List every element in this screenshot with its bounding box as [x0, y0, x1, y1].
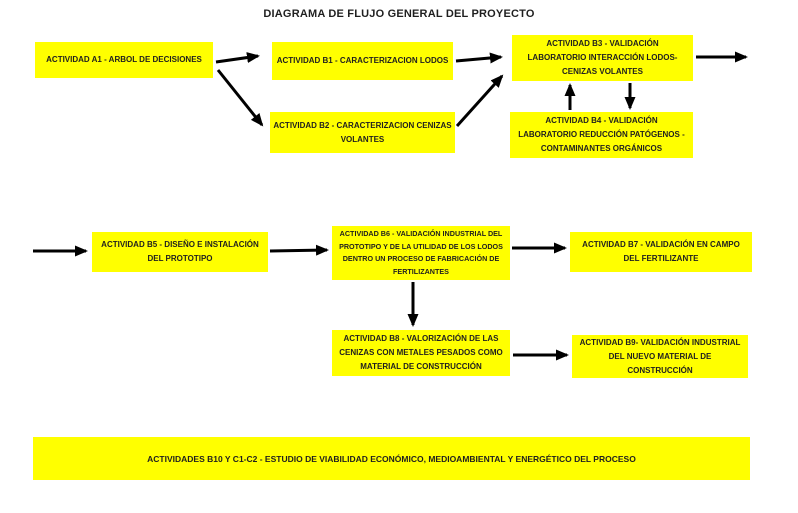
activity-box-b8: ACTIVIDAD B8 - VALORIZACIÓN DE LAS CENIZ…: [332, 330, 510, 376]
activity-box-b2: ACTIVIDAD B2 - CARACTERIZACION CENIZAS V…: [270, 112, 455, 153]
activity-box-b7: ACTIVIDAD B7 - VALIDACIÓN EN CAMPO DEL F…: [570, 232, 752, 272]
activity-box-a1: ACTIVIDAD A1 - ARBOL DE DECISIONES: [35, 42, 213, 78]
arrow-b1-to-b3: [455, 52, 503, 64]
activity-box-b10-c1-c2: ACTIVIDADES B10 Y C1-C2 - ESTUDIO DE VIA…: [33, 437, 750, 480]
arrow-b2-to-b3: [455, 74, 504, 128]
arrow-a1-to-b2: [216, 69, 264, 127]
activity-box-b5: ACTIVIDAD B5 - DISEÑO E INSTALACIÓN DEL …: [92, 232, 268, 272]
activity-box-b6: ACTIVIDAD B6 - VALIDACIÓN INDUSTRIAL DEL…: [332, 226, 510, 280]
activity-box-b4: ACTIVIDAD B4 - VALIDACIÓN LABORATORIO RE…: [510, 112, 693, 158]
diagram-title: DIAGRAMA DE FLUJO GENERAL DEL PROYECTO: [263, 8, 535, 20]
activity-box-b3: ACTIVIDAD B3 - VALIDACIÓN LABORATORIO IN…: [512, 35, 693, 81]
activity-box-b1: ACTIVIDAD B1 - CARACTERIZACION LODOS: [272, 42, 453, 80]
arrow-a1-to-b1: [215, 52, 260, 64]
activity-box-b9: ACTIVIDAD B9- VALIDACIÓN INDUSTRIAL DEL …: [572, 335, 748, 378]
arrow-b5-to-b6: [269, 244, 329, 256]
